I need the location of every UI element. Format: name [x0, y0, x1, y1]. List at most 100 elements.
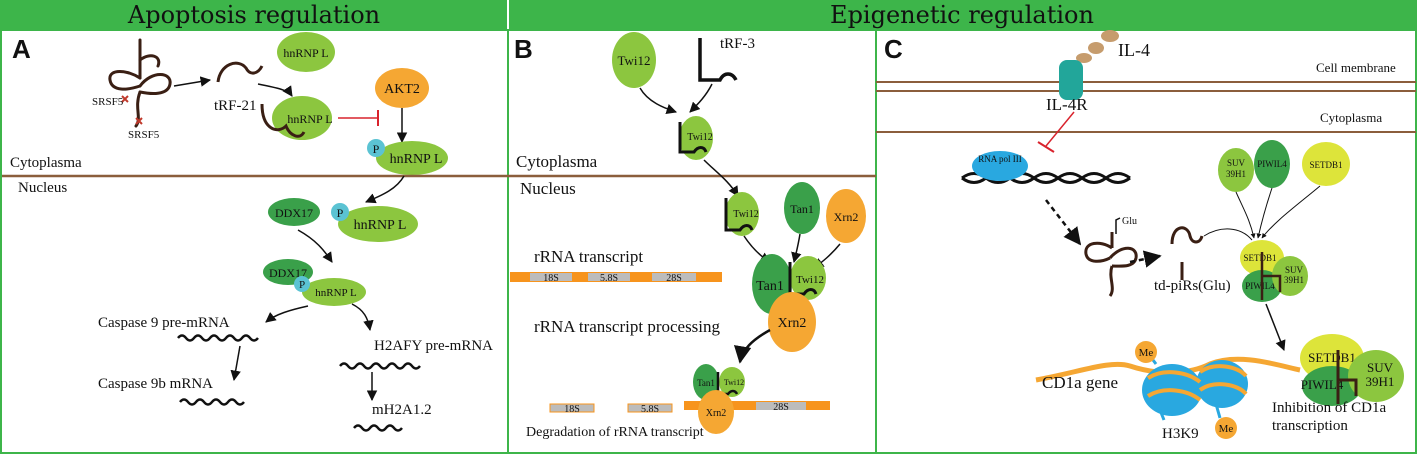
label-caspase-b: Caspase 9b mRNA — [98, 376, 213, 392]
il4-ligand-1 — [1101, 30, 1119, 42]
trna-glu-icon — [1084, 232, 1138, 297]
piwil4-c — [1302, 366, 1362, 406]
label-inhibition-2: transcription — [1272, 418, 1348, 434]
il4-ligand-3 — [1076, 53, 1092, 63]
label-h3k9: H3K9 — [1162, 426, 1199, 442]
svg-text:P: P — [337, 206, 344, 220]
panel-letter-b: B — [514, 34, 533, 64]
label-glu: Glu — [1122, 216, 1137, 227]
label-srsf5-a: SRSF5 — [92, 96, 124, 108]
svg-text:PIWIL4: PIWIL4 — [1257, 159, 1287, 169]
header-bar — [0, 0, 1417, 30]
caspase-pre-mrna-icon — [177, 334, 259, 342]
label-trf3: tRF-3 — [720, 36, 755, 52]
svg-text:SETDB1: SETDB1 — [1309, 160, 1342, 170]
svg-text:P: P — [373, 142, 380, 156]
svg-text:Twi12: Twi12 — [724, 378, 744, 387]
svg-text:28S: 28S — [773, 402, 789, 413]
svg-text:Me: Me — [1219, 423, 1234, 435]
svg-text:18S: 18S — [564, 404, 580, 415]
label-cytoplasma-c: Cytoplasma — [1320, 110, 1382, 125]
hnrnp-l-phospho-2 — [338, 206, 418, 242]
svg-text:PIWIL4: PIWIL4 — [1301, 377, 1344, 392]
suv39h1-c — [1348, 350, 1404, 402]
suv39h1-a — [1218, 148, 1254, 192]
label-cytoplasma-a: Cytoplasma — [10, 155, 82, 171]
caspase-b-mrna-icon — [179, 398, 245, 406]
label-cd1a-gene: CD1a gene — [1042, 373, 1118, 392]
label-caspase-pre: Caspase 9 pre-mRNA — [98, 315, 230, 331]
label-rrna-processing: rRNA transcript processing — [534, 317, 721, 336]
panel-a: A SRSF5 SRSF5 tRF-21 hnRNP L hnRNP L AKT… — [2, 32, 508, 432]
twi12-c — [725, 192, 759, 236]
il4-ligand-2 — [1088, 42, 1104, 54]
label-mh2a: mH2A1.2 — [372, 402, 432, 418]
mh2a-mrna-icon — [353, 424, 403, 432]
svg-text:Tan1: Tan1 — [790, 202, 814, 216]
svg-text:hnRNP L: hnRNP L — [315, 287, 357, 299]
svg-text:hnRNP L: hnRNP L — [390, 152, 443, 167]
xrn2-a — [826, 189, 866, 243]
phospho-p1 — [367, 139, 385, 157]
svg-text:hnRNP L: hnRNP L — [287, 112, 332, 126]
label-il4: IL-4 — [1118, 40, 1150, 60]
twi12-e — [719, 367, 745, 397]
label-td-pirs: td-piRs(Glu) — [1154, 278, 1231, 294]
svg-text:39H1: 39H1 — [1226, 169, 1246, 179]
svg-text:18S: 18S — [543, 273, 559, 284]
hnrnp-l-phospho-1 — [376, 141, 448, 175]
rrna-degradation-icon — [549, 401, 830, 413]
svg-text:SUV: SUV — [1227, 158, 1246, 168]
label-trf21: tRF-21 — [214, 98, 257, 114]
svg-text:SUV: SUV — [1367, 360, 1394, 375]
panel-b: B Twi12 tRF-3 Twi12 Cytoplasma Nucleus T… — [508, 32, 876, 440]
svg-text:Me: Me — [1139, 347, 1154, 359]
panel-letter-a: A — [12, 34, 31, 64]
svg-text:hnRNP L: hnRNP L — [354, 218, 407, 233]
label-degradation: Degradation of rRNA transcript — [526, 425, 704, 440]
tan1-a — [784, 182, 820, 234]
svg-text:Xrn2: Xrn2 — [706, 408, 727, 419]
trf3-fragment-icon — [698, 38, 738, 82]
label-cell-membrane: Cell membrane — [1316, 60, 1396, 75]
label-nucleus-a: Nucleus — [18, 180, 67, 196]
xrn2-c — [698, 390, 734, 434]
label-cytoplasma-b: Cytoplasma — [516, 152, 598, 171]
label-nucleus-b: Nucleus — [520, 179, 576, 198]
label-il4r: IL-4R — [1046, 95, 1088, 114]
panel-letter-c: C — [884, 34, 903, 64]
h2afy-pre-mrna-icon — [339, 362, 421, 370]
methyl-group-1 — [1135, 341, 1157, 363]
svg-text:39H1: 39H1 — [1366, 374, 1395, 389]
rrna-transcript-icon — [510, 272, 722, 282]
svg-text:5.8S: 5.8S — [641, 404, 659, 415]
label-h2afy-pre: H2AFY pre-mRNA — [374, 338, 493, 354]
rna-pol-iii — [972, 151, 1028, 181]
svg-text:Twi12: Twi12 — [617, 53, 650, 68]
svg-text:DDX17: DDX17 — [275, 206, 313, 220]
svg-text:AKT2: AKT2 — [384, 82, 420, 97]
header-epigenetic: Epigenetic regulation — [830, 1, 1094, 29]
trf21-fragment-icon — [216, 61, 264, 83]
svg-text:Tan1: Tan1 — [756, 279, 784, 294]
trna-cloverleaf-icon — [108, 38, 172, 128]
label-rrna-transcript: rRNA transcript — [534, 247, 643, 266]
header-apoptosis: Apoptosis regulation — [127, 1, 380, 29]
xrn2-b — [768, 292, 816, 352]
svg-text:PIWIL4: PIWIL4 — [1245, 281, 1275, 291]
svg-text:Tan1: Tan1 — [697, 378, 715, 388]
svg-text:P: P — [299, 279, 305, 291]
svg-text:28S: 28S — [666, 273, 682, 284]
il4r-receptor — [1059, 60, 1083, 100]
hnrnp-l-top — [277, 32, 335, 72]
svg-text:Xrn2: Xrn2 — [778, 316, 807, 331]
svg-text:SUV: SUV — [1285, 265, 1304, 275]
akt2 — [375, 68, 429, 108]
svg-text:DDX17: DDX17 — [269, 266, 307, 280]
svg-text:RNA pol III: RNA pol III — [978, 154, 1022, 164]
hnrnp-l-phospho-3 — [302, 278, 366, 306]
svg-text:Twi12: Twi12 — [796, 274, 824, 286]
svg-text:SETDB1: SETDB1 — [1243, 253, 1276, 263]
td-pirs-fragment-icon — [1170, 226, 1204, 280]
